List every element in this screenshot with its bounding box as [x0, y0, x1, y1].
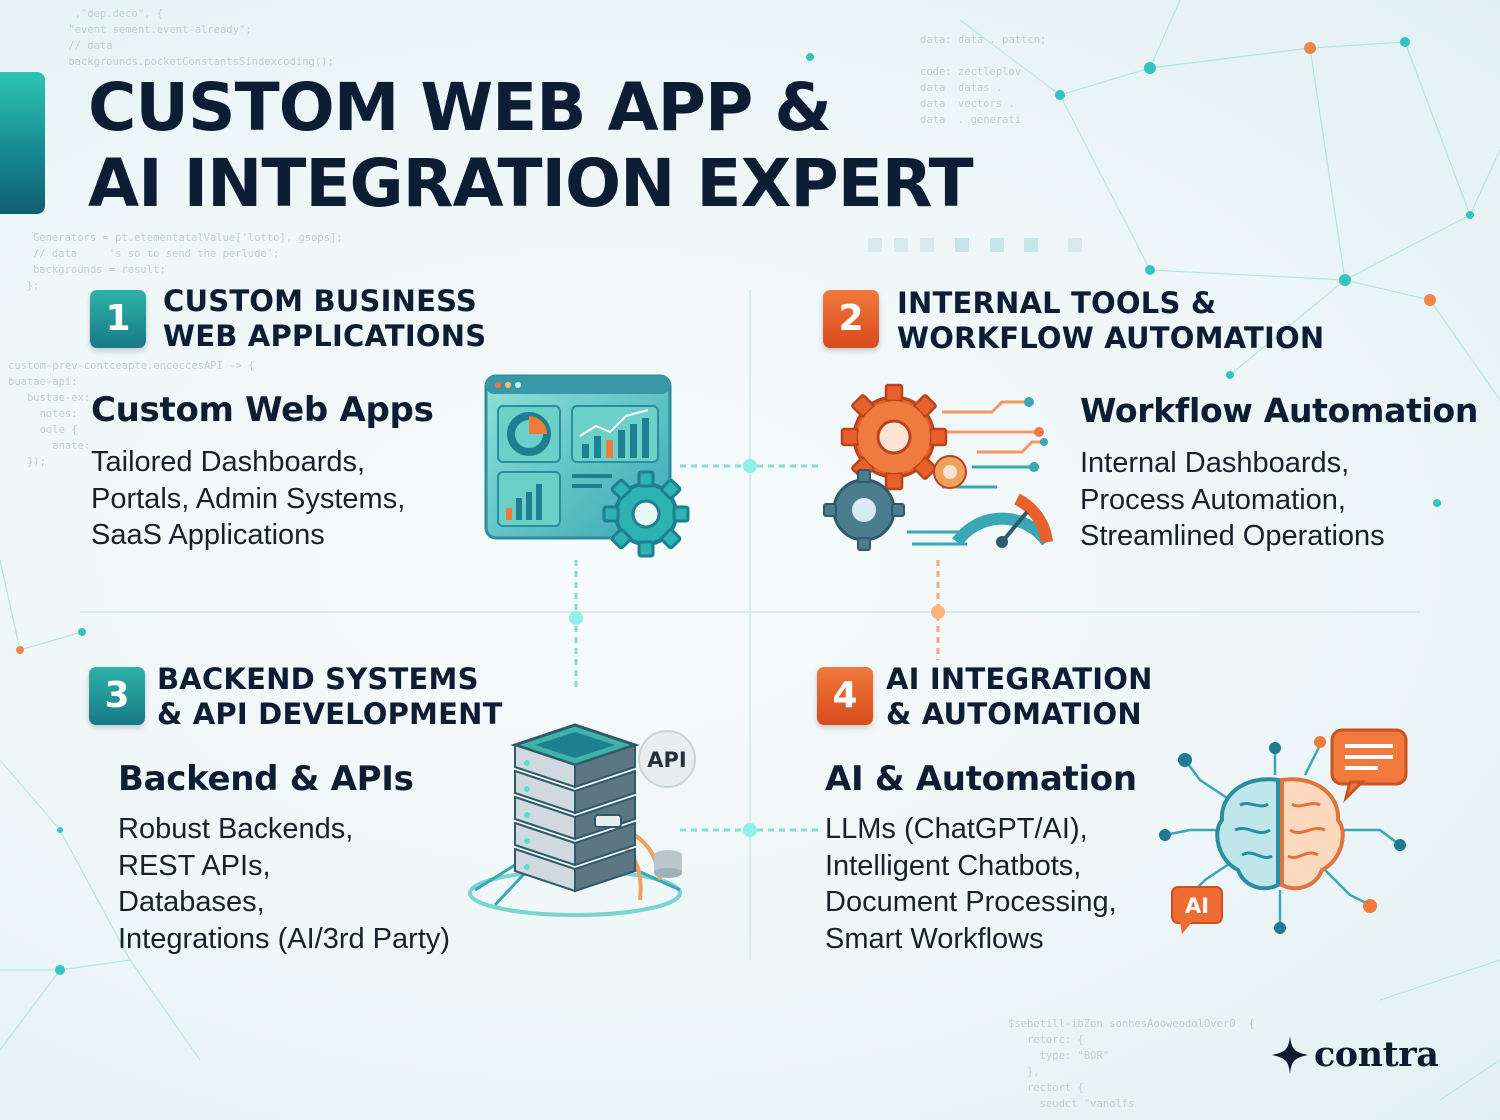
item-description: Robust Backends, REST APIs, Databases, I…: [118, 811, 450, 957]
item-line: Document Processing,: [825, 886, 1117, 918]
four-point-star-icon: [1272, 1036, 1308, 1074]
section-heading: AI INTEGRATION & AUTOMATION: [886, 662, 1153, 731]
item-line: Intelligent Chatbots,: [825, 849, 1082, 882]
section-heading: CUSTOM BUSINESS WEB APPLICATIONS: [163, 284, 487, 353]
title-accent-bar: [0, 72, 45, 214]
item-description: Tailored Dashboards, Portals, Admin Syst…: [91, 444, 405, 554]
item-line: Smart Workflows: [825, 922, 1044, 955]
item-description: Internal Dashboards, Process Automation,…: [1080, 445, 1385, 555]
ai-icon-label: AI: [1185, 894, 1209, 918]
ai-brain-icon: AI: [1159, 728, 1408, 934]
item-line: SaaS Applications: [91, 519, 325, 551]
item-line: REST APIs,: [118, 849, 271, 882]
item-line: Portals, Admin Systems,: [91, 482, 406, 515]
background-code-bottom-right: $sebetill-ibZon sonhesAooweodolOver0 { r…: [1008, 1018, 1255, 1110]
item-description: LLMs (ChatGPT/AI), Intelligent Chatbots,…: [825, 811, 1117, 957]
page-title: CUSTOM WEB APP & AI INTEGRATION EXPERT: [88, 69, 974, 222]
item-line: Process Automation,: [1080, 483, 1346, 516]
item-line: Integrations (AI/3rd Party): [118, 922, 451, 955]
background-code-top-right: data: data . pattcn; code: zectleplov da…: [920, 34, 1047, 126]
section-number-badge: 4: [817, 667, 873, 725]
gears-gauge-icon: [823, 383, 1053, 551]
dashboard-gear-icon: [484, 374, 690, 558]
item-title: Workflow Automation: [1080, 391, 1479, 430]
section-number-badge: 1: [90, 290, 146, 348]
api-icon-label: API: [647, 748, 686, 772]
logo-wordmark: contra: [1314, 1034, 1439, 1075]
background-code-top-left: ,"dep.deco", { "event sement.event-alrea…: [68, 8, 334, 68]
item-line: Robust Backends,: [118, 813, 354, 845]
item-line: Streamlined Operations: [1080, 520, 1385, 552]
server-stack-icon: API: [468, 723, 696, 917]
section-heading: INTERNAL TOOLS & WORKFLOW AUTOMATION: [897, 286, 1325, 355]
item-line: Internal Dashboards,: [1080, 447, 1350, 479]
background-code-mid-left: custom-prev-contceapte.enceccesAPI -> { …: [8, 360, 255, 468]
page-title-line-2: AI INTEGRATION EXPERT: [88, 145, 974, 222]
page-title-line-1: CUSTOM WEB APP &: [88, 69, 832, 146]
item-line: Databases,: [118, 886, 265, 918]
item-line: Tailored Dashboards,: [91, 446, 366, 478]
item-title: AI & Automation: [825, 759, 1137, 799]
section-number-badge: 3: [89, 667, 145, 725]
section-heading: BACKEND SYSTEMS & API DEVELOPMENT: [157, 662, 503, 731]
item-title: Custom Web Apps: [91, 390, 434, 430]
background-code-left: Generators = pt.etementatalValue['lotto]…: [26, 232, 343, 292]
section-number-badge: 2: [823, 290, 879, 348]
item-line: LLMs (ChatGPT/AI),: [825, 813, 1088, 845]
item-title: Backend & APIs: [118, 759, 414, 799]
